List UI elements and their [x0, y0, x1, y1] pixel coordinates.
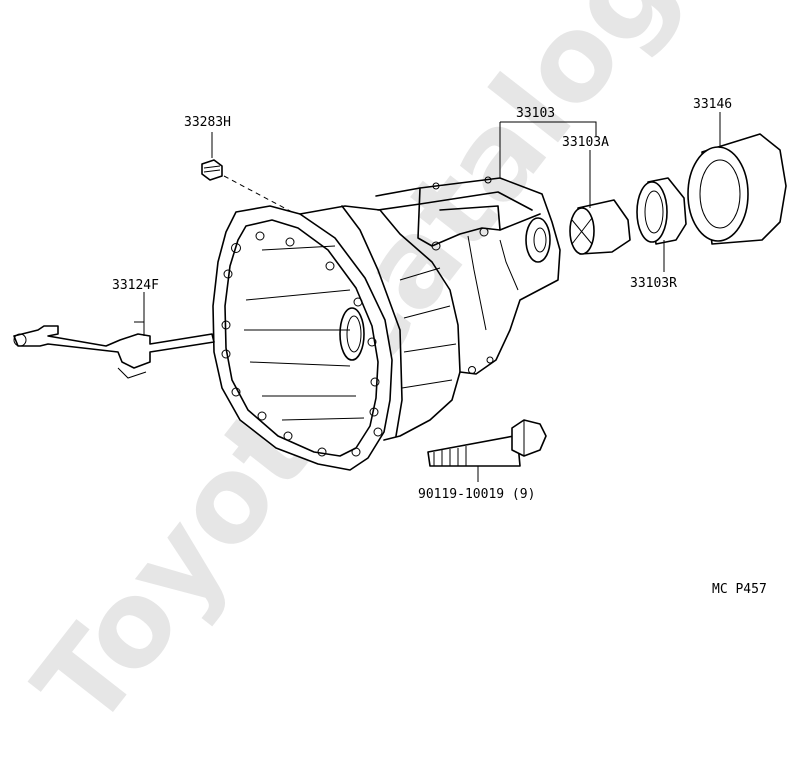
label-33103R: 33103R [630, 276, 677, 291]
bush-33103R [636, 177, 687, 272]
label-33146: 33146 [693, 97, 732, 112]
shift-lever-33124F [13, 292, 215, 379]
bush-33103A [569, 150, 631, 255]
bolt-90119 [427, 419, 547, 482]
label-90119: 90119-10019 (9) [418, 487, 535, 502]
figure-code: MC P457 [712, 582, 767, 597]
leader-33103 [499, 121, 597, 178]
label-33103A: 33103A [562, 135, 609, 150]
oil-seal-33146 [687, 112, 787, 245]
transmission-case [212, 176, 561, 471]
label-33103: 33103 [516, 106, 555, 121]
plug-33283H [201, 132, 293, 213]
label-33124F: 33124F [112, 278, 159, 293]
watermark: ToyotaCatalog.ru [8, 0, 800, 752]
label-33283H: 33283H [184, 115, 231, 130]
